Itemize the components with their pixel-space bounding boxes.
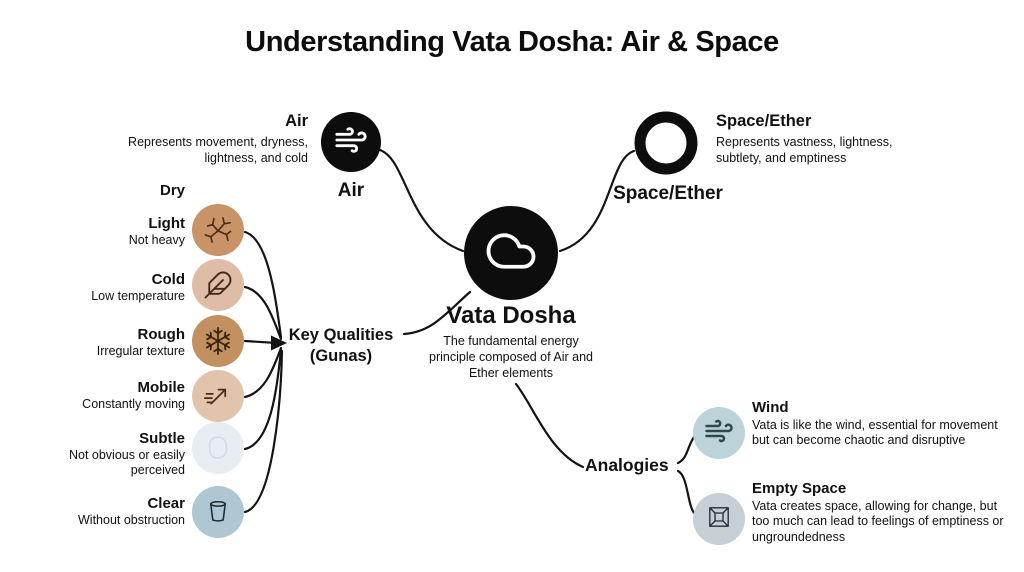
quality-row-light: Light Not heavy: [20, 215, 185, 248]
air-node-circle: [321, 112, 381, 172]
key-qualities-label: Key Qualities (Gunas): [278, 325, 404, 368]
connector-analogies-wind: [676, 435, 696, 465]
quality-name: Rough: [137, 326, 185, 343]
connector-analogies-empty-space: [676, 469, 696, 515]
quality-row-subtle: Subtle Not obvious or easily perceived: [20, 430, 185, 479]
quality-description: Not obvious or easily perceived: [68, 448, 185, 478]
connector-mobile-keyqualities: [243, 346, 283, 399]
space-description: Represents vastness, lightness, subtlety…: [716, 135, 893, 165]
connector-subtle-keyqualities: [243, 347, 283, 451]
air-node-label: Air: [337, 180, 365, 201]
quality-description: Without obstruction: [78, 513, 185, 527]
analogies-label: Analogies: [585, 455, 669, 475]
connector-light-keyqualities: [243, 230, 283, 339]
vata-title: Vata Dosha: [446, 302, 576, 329]
quality-row-rough: Rough Irregular texture: [20, 326, 185, 359]
faint-blob-icon: [192, 422, 244, 474]
wind-icon: [334, 123, 368, 162]
snowflake-icon: [192, 315, 244, 367]
feather-icon: [192, 259, 244, 311]
connector-keyqualities-center: [402, 290, 472, 336]
quality-name: Clear: [147, 495, 185, 512]
page-title: Understanding Vata Dosha: Air & Space: [245, 26, 779, 58]
quality-name: Cold: [151, 271, 185, 288]
vata-description: The fundamental energy principle compose…: [429, 334, 593, 380]
quality-row-dry: Dry: [20, 182, 185, 200]
wind-analogy-circle: [693, 407, 745, 459]
key-qualities-line1: Key Qualities: [288, 326, 394, 344]
analogy-empty-space-block: Empty Space Vata creates space, allowing…: [752, 480, 1004, 545]
cube-frame-icon: [703, 501, 735, 538]
analogy-wind-block: Wind Vata is like the wind, essential fo…: [752, 399, 1002, 449]
quality-row-mobile: Mobile Constantly moving: [20, 379, 185, 412]
space-heading-block: Space/Ether Represents vastness, lightne…: [716, 112, 916, 166]
quality-name: Subtle: [139, 430, 185, 447]
quality-row-clear: Clear Without obstruction: [20, 495, 185, 528]
arrowhead-icon: [271, 335, 287, 351]
quality-description: Low temperature: [91, 289, 185, 303]
air-heading-block: Air Represents movement, dryness, lightn…: [118, 112, 308, 166]
connector-space-center: [558, 149, 636, 253]
connector-air-center: [378, 148, 465, 253]
analogy-description: Vata is like the wind, essential for mov…: [752, 418, 998, 448]
space-heading: Space/Ether: [716, 112, 812, 130]
analogy-name: Wind: [752, 399, 789, 416]
quality-description: Constantly moving: [82, 397, 185, 411]
glass-icon: [192, 486, 244, 538]
connector-clear-keyqualities: [243, 349, 284, 514]
connector-cold-keyqualities: [243, 285, 283, 341]
vata-node-circle: [464, 206, 558, 300]
air-heading: Air: [285, 112, 308, 130]
analogy-name: Empty Space: [752, 480, 847, 497]
quality-name: Light: [148, 215, 185, 232]
quality-name: Mobile: [137, 379, 186, 396]
air-description: Represents movement, dryness, lightness,…: [128, 135, 308, 165]
analogy-description: Vata creates space, allowing for change,…: [752, 499, 1004, 544]
empty-space-analogy-circle: [693, 493, 745, 545]
ring-icon: [634, 111, 698, 175]
key-qualities-line2: (Gunas): [309, 347, 373, 366]
connector-center-analogies: [514, 382, 585, 469]
quality-name: Dry: [159, 182, 185, 199]
arrow-up-right-icon: [192, 370, 244, 422]
space-node-label: Space/Ether: [613, 183, 723, 204]
quality-description: Not heavy: [128, 233, 185, 247]
quality-description: Irregular texture: [96, 344, 185, 358]
quality-row-cold: Cold Low temperature: [20, 271, 185, 304]
cloud-icon: [484, 224, 538, 283]
wind-icon: [704, 416, 734, 451]
cracked-earth-icon: [192, 204, 244, 256]
